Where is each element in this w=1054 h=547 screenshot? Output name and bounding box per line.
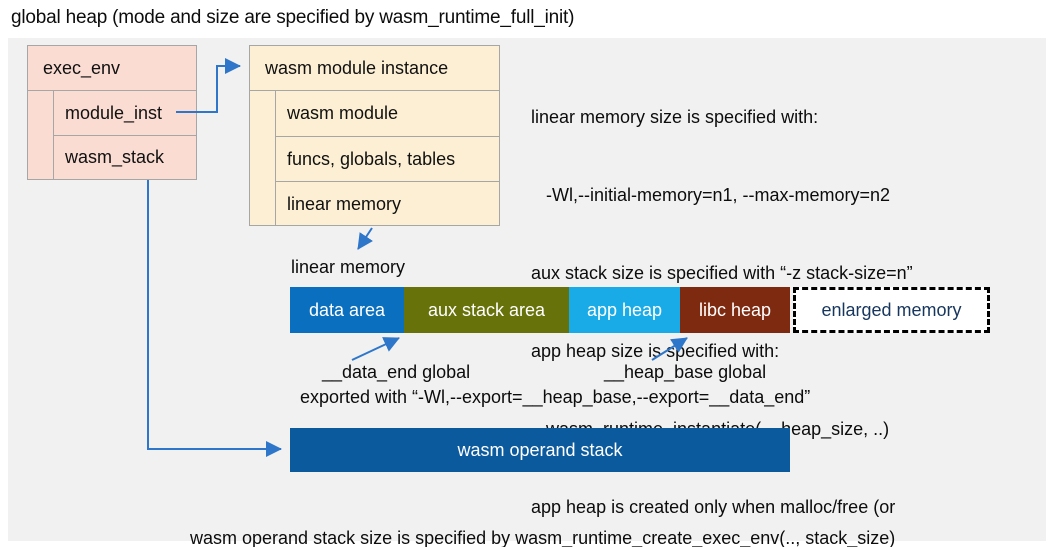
- note-line: -Wl,--initial-memory=n1, --max-memory=n2: [531, 185, 891, 205]
- segment-enlarged-memory: enlarged memory: [793, 287, 990, 333]
- exec-env-row-module-inst: module_inst: [65, 102, 163, 123]
- note-line: app heap size is specified with:: [531, 341, 780, 361]
- exec-env-header: exec_env: [28, 46, 196, 91]
- module-instance-body: wasm module funcs, globals, tables linea…: [250, 91, 499, 226]
- segment-data-area: data area: [290, 287, 404, 333]
- exec-env-gutter-line: [53, 91, 54, 179]
- page-title: global heap (mode and size are specified…: [11, 7, 575, 28]
- exec-env-box: exec_env module_inst wasm_stack: [27, 45, 197, 180]
- module-instance-header: wasm module instance: [250, 46, 499, 91]
- exec-env-body: module_inst wasm_stack: [28, 91, 196, 179]
- module-instance-box: wasm module instance wasm module funcs, …: [249, 45, 500, 226]
- module-instance-row-wasm-module: wasm module: [287, 103, 399, 123]
- data-end-global-label: __data_end global: [322, 362, 471, 382]
- segment-libc-heap: libc heap: [680, 287, 790, 333]
- note-line: app heap is created only when malloc/fre…: [531, 497, 896, 517]
- segment-aux-stack-area: aux stack area: [404, 287, 569, 333]
- exec-env-row-wasm-stack: wasm_stack: [54, 135, 196, 179]
- segment-app-heap: app heap: [569, 287, 680, 333]
- note-line: wasm operand stack size is specified by …: [190, 528, 896, 547]
- module-instance-gutter-line: [275, 91, 276, 226]
- note-line: linear memory size is specified with:: [531, 107, 819, 127]
- export-flags-note: exported with “-Wl,--export=__heap_base,…: [300, 387, 811, 407]
- wasm-operand-stack-bar: wasm operand stack: [290, 428, 790, 472]
- heap-base-global-label: __heap_base global: [604, 362, 767, 382]
- linear-memory-label: linear memory: [291, 257, 406, 277]
- operand-stack-notes: wasm operand stack size is specified by …: [190, 481, 1050, 547]
- module-instance-row-linear-memory: linear memory: [276, 181, 499, 226]
- module-instance-row-funcs-globals-tables: funcs, globals, tables: [276, 136, 499, 181]
- note-line: aux stack size is specified with “-z sta…: [531, 263, 913, 283]
